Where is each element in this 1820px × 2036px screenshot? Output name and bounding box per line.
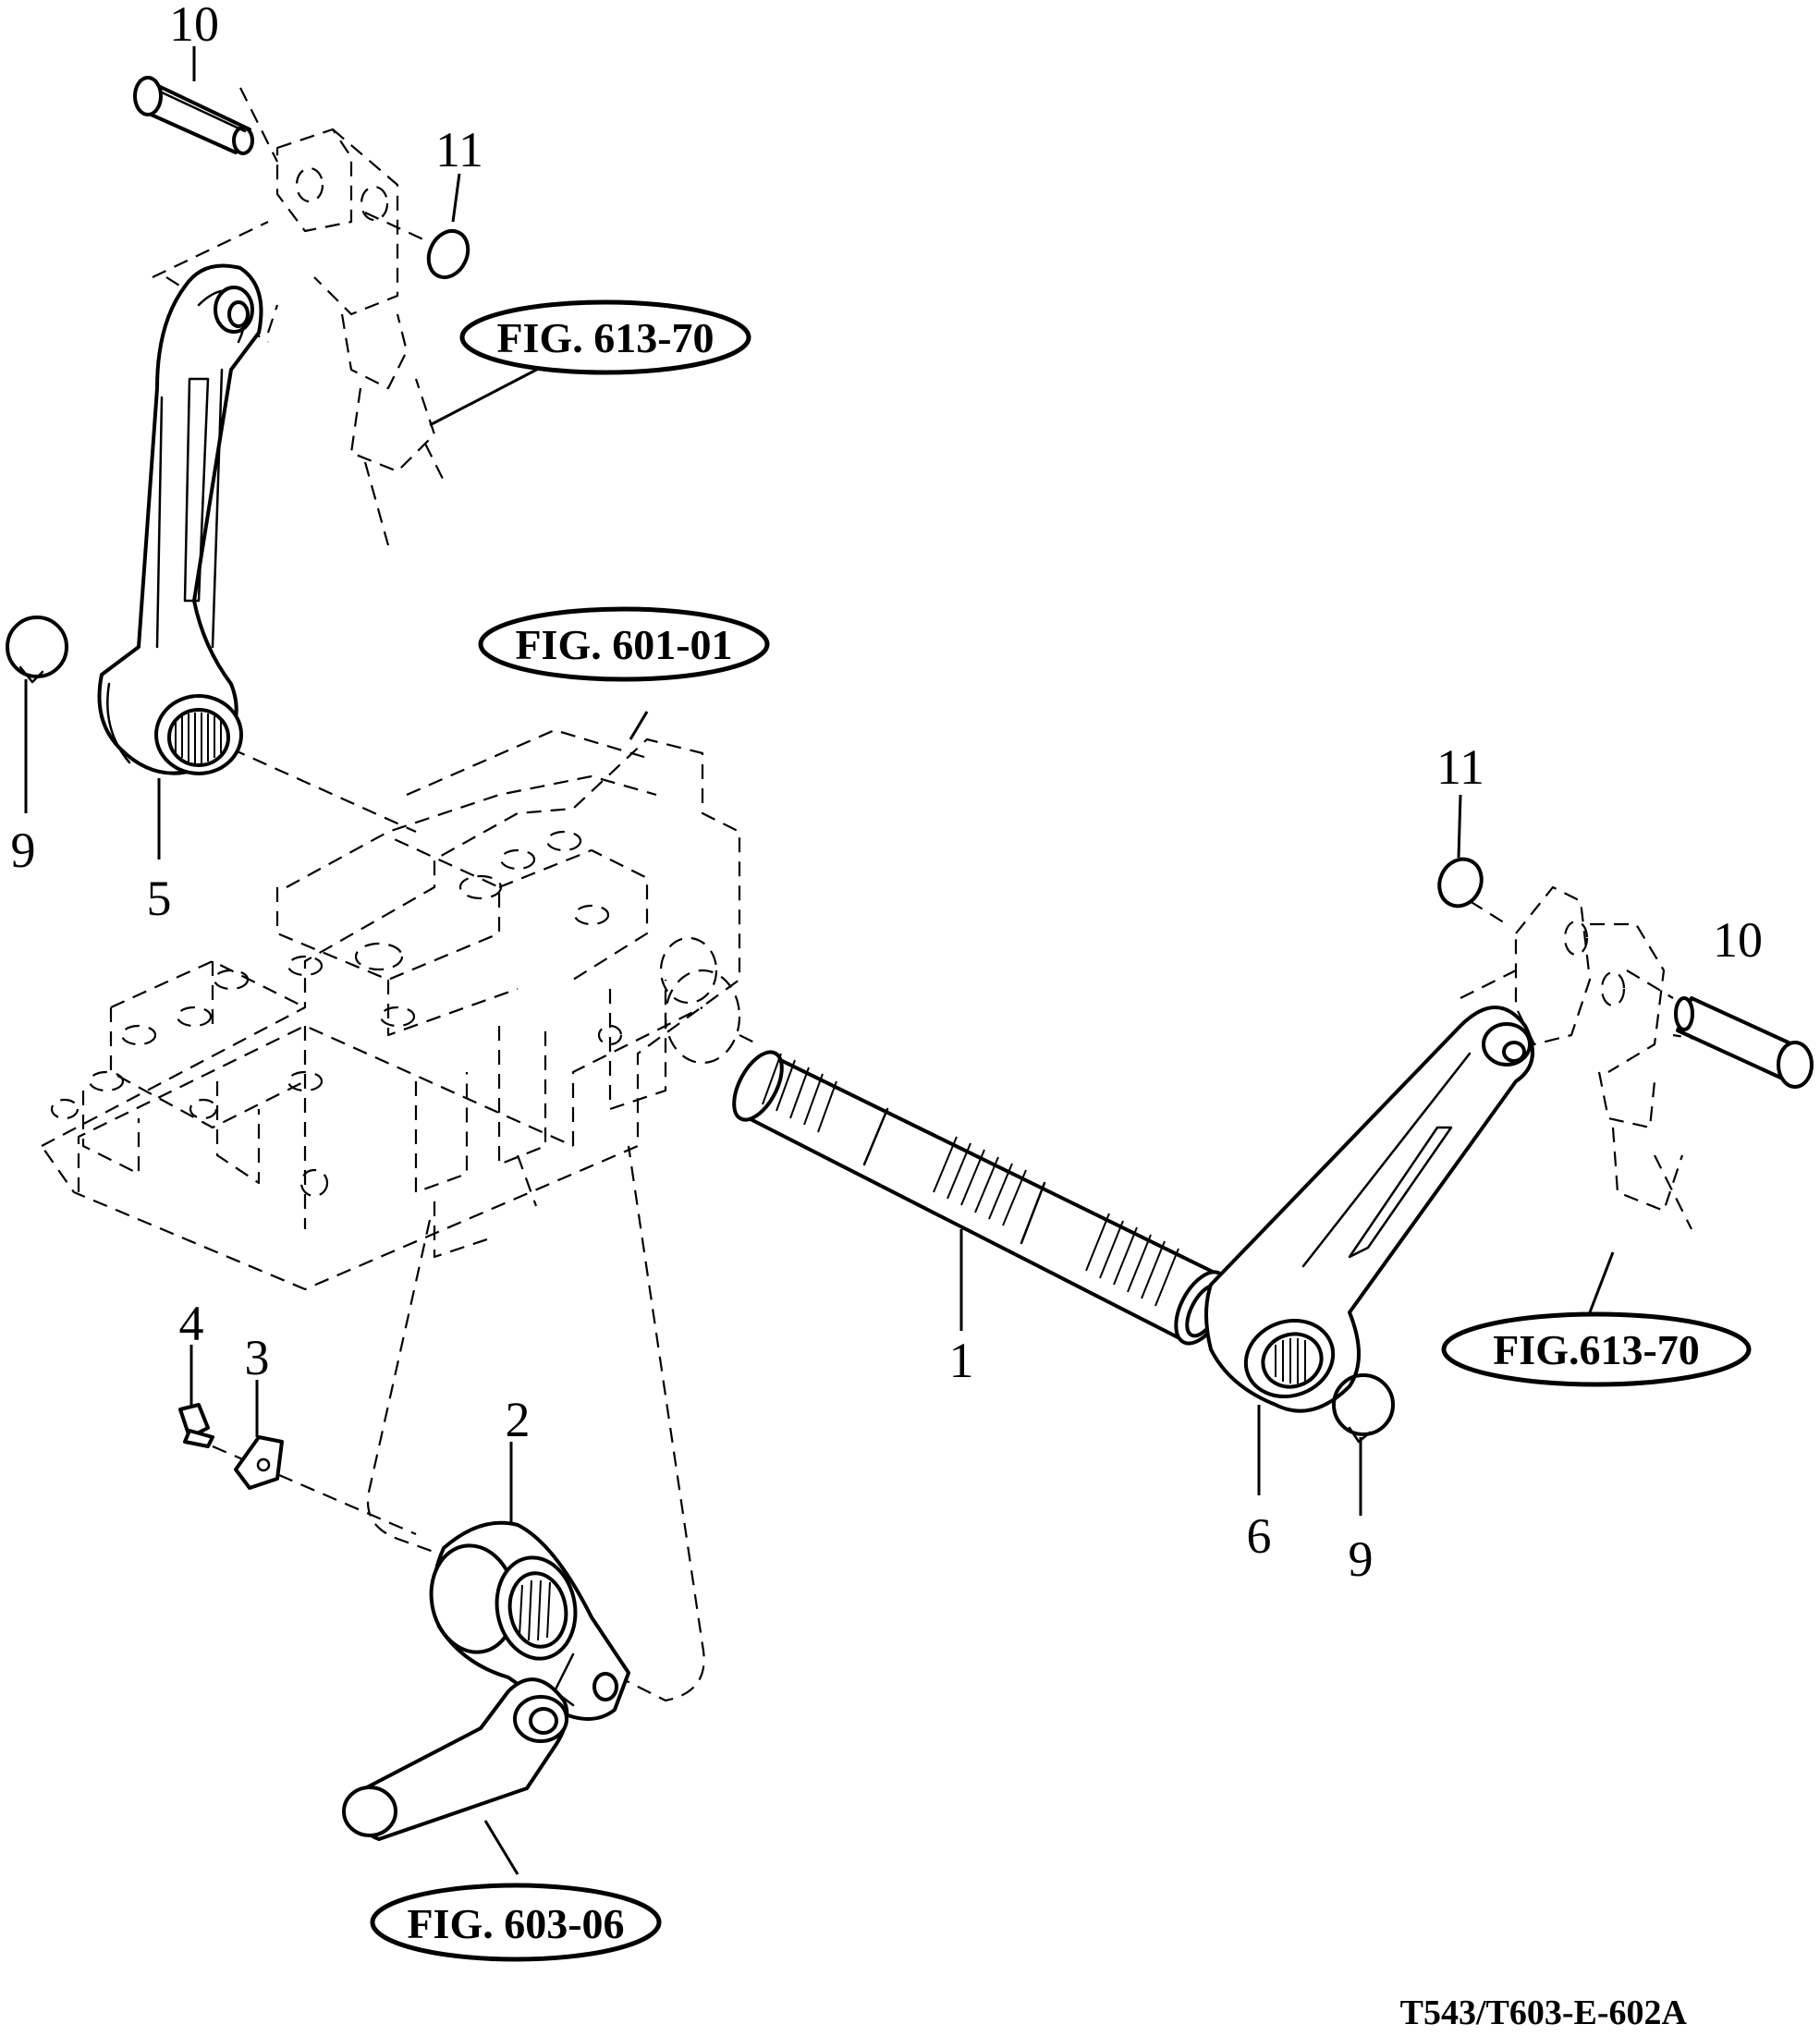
ref-label: FIG. 603-06 — [407, 1900, 624, 1947]
part-number-3: 3 — [245, 1330, 270, 1385]
part-number-4: 4 — [179, 1296, 204, 1351]
part-number-11: 11 — [1436, 739, 1484, 795]
part-number-5: 5 — [147, 871, 172, 926]
part-number-1: 1 — [949, 1333, 974, 1388]
pin-top — [133, 76, 254, 155]
part-number-9: 9 — [11, 823, 36, 878]
ref-label: FIG.613-70 — [1493, 1326, 1700, 1373]
leader-lines — [24, 46, 1615, 1875]
part-number-6: 6 — [1247, 1508, 1272, 1564]
pin-right — [1674, 996, 1814, 1089]
lift-cam — [429, 1520, 630, 1721]
lift-rod-phantom-right — [1460, 885, 1692, 1230]
ref-bubble-601-01[interactable]: FIG. 601-01 — [478, 606, 770, 682]
hydraulic-housing-phantom — [40, 728, 741, 1291]
circlip-left — [6, 616, 68, 684]
circlip-right — [1332, 1373, 1395, 1444]
part-number-9: 9 — [1349, 1531, 1374, 1587]
ref-bubble-603-06[interactable]: FIG. 603-06 — [370, 1883, 662, 1962]
lift-arm-left — [97, 263, 263, 775]
lift-link-rod — [342, 1677, 569, 1841]
bolt — [178, 1403, 214, 1448]
part-number-11: 11 — [435, 122, 483, 177]
shaft-splines — [762, 1053, 1179, 1307]
ref-label: FIG. 613-70 — [496, 314, 714, 361]
lift-arm-right — [1204, 1006, 1534, 1413]
lift-shaft — [732, 1050, 1229, 1346]
snap-clip-right — [1437, 857, 1484, 908]
part-number-10: 10 — [1713, 912, 1763, 968]
part-number-10: 10 — [169, 0, 219, 52]
ref-bubble-613-70-right[interactable]: FIG.613-70 — [1441, 1311, 1752, 1387]
snap-clip-top — [426, 228, 470, 280]
assembly-paths — [212, 87, 1729, 1702]
drawing-code: T543/T603-E-602A — [1400, 1993, 1688, 2032]
ref-bubble-613-70-top[interactable]: FIG. 613-70 — [459, 299, 751, 375]
ref-label: FIG. 601-01 — [515, 621, 732, 668]
lock-plate — [234, 1435, 284, 1490]
part-numbers: 10 11 9 5 11 10 1 4 3 2 6 9 — [11, 0, 1764, 1587]
part-number-2: 2 — [506, 1392, 531, 1447]
